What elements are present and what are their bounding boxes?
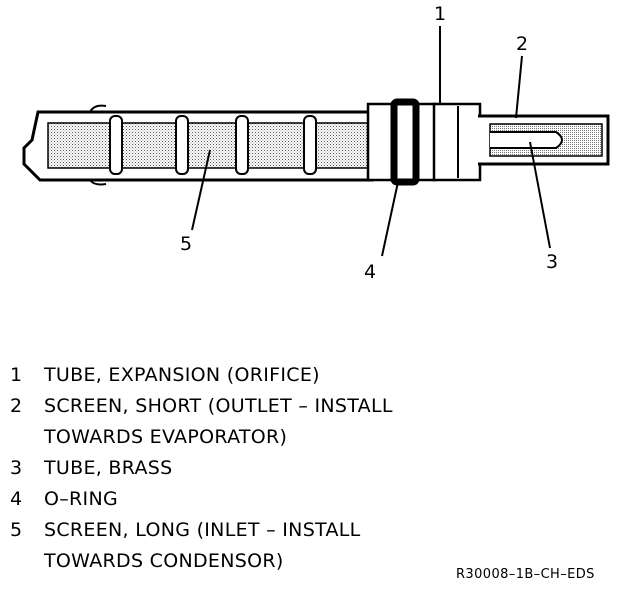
callout-3: 3 — [546, 251, 558, 273]
legend-text: TOWARDS EVAPORATOR) — [44, 426, 288, 448]
callout-2: 2 — [516, 33, 528, 55]
legend-number: 1 — [10, 364, 23, 386]
legend-number: 5 — [10, 519, 23, 541]
legend-item-2: 2 SCREEN, SHORT (OUTLET – INSTALL — [10, 391, 480, 422]
leader-4 — [381, 181, 399, 257]
legend-text: TUBE, BRASS — [44, 457, 173, 479]
brass-tube — [490, 131, 563, 149]
legend-text: SCREEN, LONG (INLET – INSTALL — [44, 519, 361, 541]
leader-5 — [191, 149, 211, 231]
legend-text: TOWARDS CONDENSOR) — [44, 550, 284, 572]
legend-number: 4 — [10, 488, 23, 510]
callout-1: 1 — [434, 3, 446, 25]
legend-item-5-cont: TOWARDS CONDENSOR) — [10, 546, 480, 577]
legend-number: 3 — [10, 457, 23, 479]
o-ring — [390, 98, 420, 186]
legend-item-3: 3 TUBE, BRASS — [10, 453, 480, 484]
legend-number: 2 — [10, 395, 23, 417]
legend-text: SCREEN, SHORT (OUTLET – INSTALL — [44, 395, 393, 417]
legend-text: O–RING — [44, 488, 118, 510]
parts-legend: 1 TUBE, EXPANSION (ORIFICE) 2 SCREEN, SH… — [10, 360, 480, 577]
legend-item-2-cont: TOWARDS EVAPORATOR) — [10, 422, 480, 453]
callout-5: 5 — [180, 233, 192, 255]
legend-text: TUBE, EXPANSION (ORIFICE) — [44, 364, 320, 386]
legend-item-4: 4 O–RING — [10, 484, 480, 515]
expansion-tube-diagram: 1 2 3 4 5 — [22, 3, 610, 283]
leader-3 — [529, 141, 551, 249]
long-screen — [22, 104, 374, 186]
legend-item-5: 5 SCREEN, LONG (INLET – INSTALL — [10, 515, 480, 546]
expansion-tube — [432, 102, 482, 182]
leader-2 — [515, 55, 523, 119]
figure-code: R30008–1B–CH–EDS — [456, 567, 595, 582]
legend-item-1: 1 TUBE, EXPANSION (ORIFICE) — [10, 360, 480, 391]
callout-4: 4 — [364, 261, 376, 283]
